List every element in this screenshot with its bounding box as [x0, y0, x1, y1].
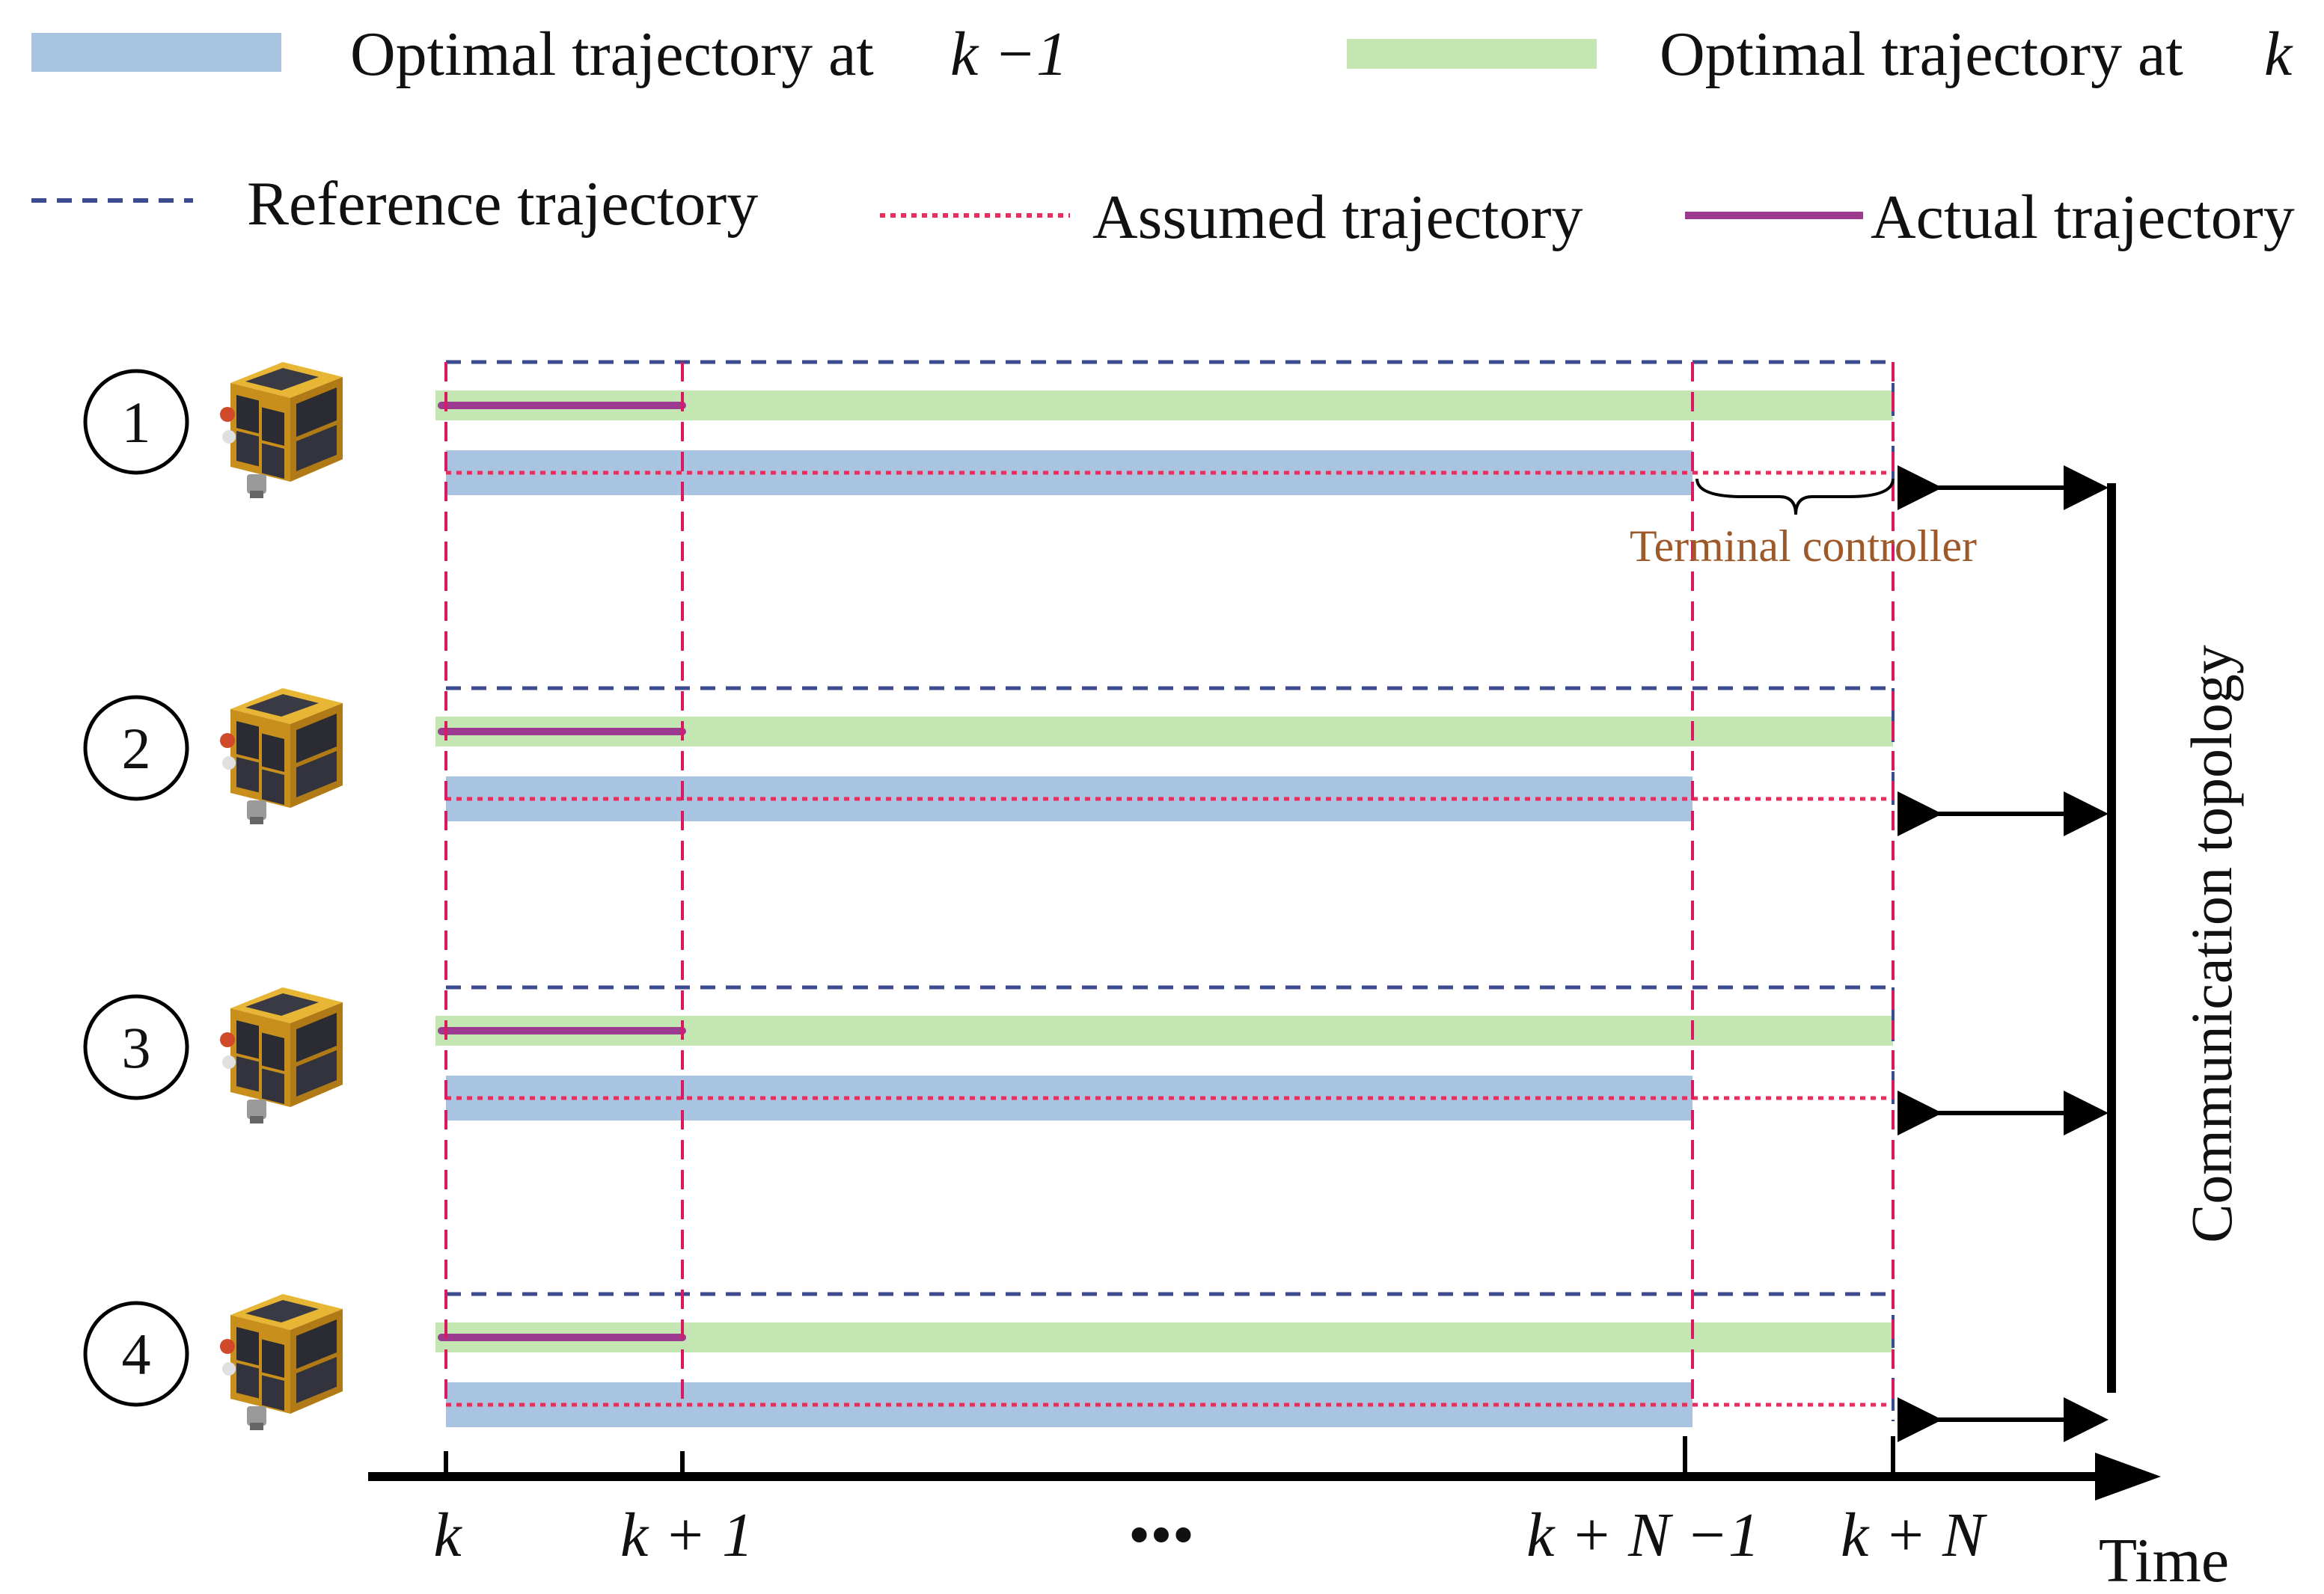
legend-optimal-curr-swatch [1347, 39, 1597, 69]
satellite-icon [220, 987, 343, 1124]
agent-number: 3 [122, 1015, 151, 1080]
communication-topology: Communication topology [1898, 465, 2244, 1442]
step-dividers [444, 362, 1895, 1400]
tick-label-k-plus-n-minus-1: k + N −1 [1526, 1500, 1760, 1570]
agent-row-1: 1 [83, 360, 1893, 498]
communication-topology-label: Communication topology [2179, 645, 2244, 1242]
legend-assumed-label: Assumed trajectory [1092, 183, 1583, 252]
agent-row-2: 2 [83, 686, 1893, 824]
agent-number-circle [83, 1301, 189, 1407]
tick-ellipsis: ••• [1128, 1500, 1194, 1570]
legend-optimal-curr-var: k [2264, 19, 2293, 89]
agent-number: 2 [122, 716, 151, 781]
agent-number-circle [83, 695, 189, 801]
satellite-icon [220, 1294, 343, 1430]
agent-number-circle [83, 369, 189, 475]
satellite-icon [220, 688, 343, 824]
legend-optimal-prev-var: k −1 [950, 19, 1068, 89]
agent-number-circle [83, 994, 189, 1100]
tick-label-k-plus-1: k + 1 [620, 1500, 753, 1570]
time-axis-arrowhead [2095, 1453, 2161, 1500]
agent-rows: 1 2 3 4 [83, 360, 1895, 1430]
terminal-controller-brace [1695, 478, 1895, 515]
terminal-controller-label: Terminal controller [1630, 521, 1977, 571]
time-axis-label: Time [2099, 1526, 2229, 1594]
tick-label-k-plus-n: k + N [1841, 1500, 1987, 1570]
legend-optimal-curr-label: Optimal trajectory at [1660, 19, 2183, 89]
satellite-icon [220, 362, 343, 498]
legend: Optimal trajectory at k −1 Optimal traje… [31, 19, 2295, 252]
legend-optimal-prev-label: Optimal trajectory at [350, 19, 874, 89]
time-axis: k k + 1 ••• k + N −1 k + N Time [368, 1436, 2229, 1594]
agent-number: 1 [122, 390, 151, 455]
legend-actual-label: Actual trajectory [1871, 183, 2295, 252]
agent-number: 4 [122, 1322, 151, 1387]
legend-reference-label: Reference trajectory [247, 169, 758, 239]
terminal-controller-annotation: Terminal controller [1630, 478, 1977, 571]
agent-row-4: 4 [83, 1292, 1893, 1430]
legend-optimal-prev-swatch [31, 33, 281, 72]
tick-label-k: k [433, 1500, 462, 1570]
agent-row-3: 3 [83, 985, 1893, 1124]
